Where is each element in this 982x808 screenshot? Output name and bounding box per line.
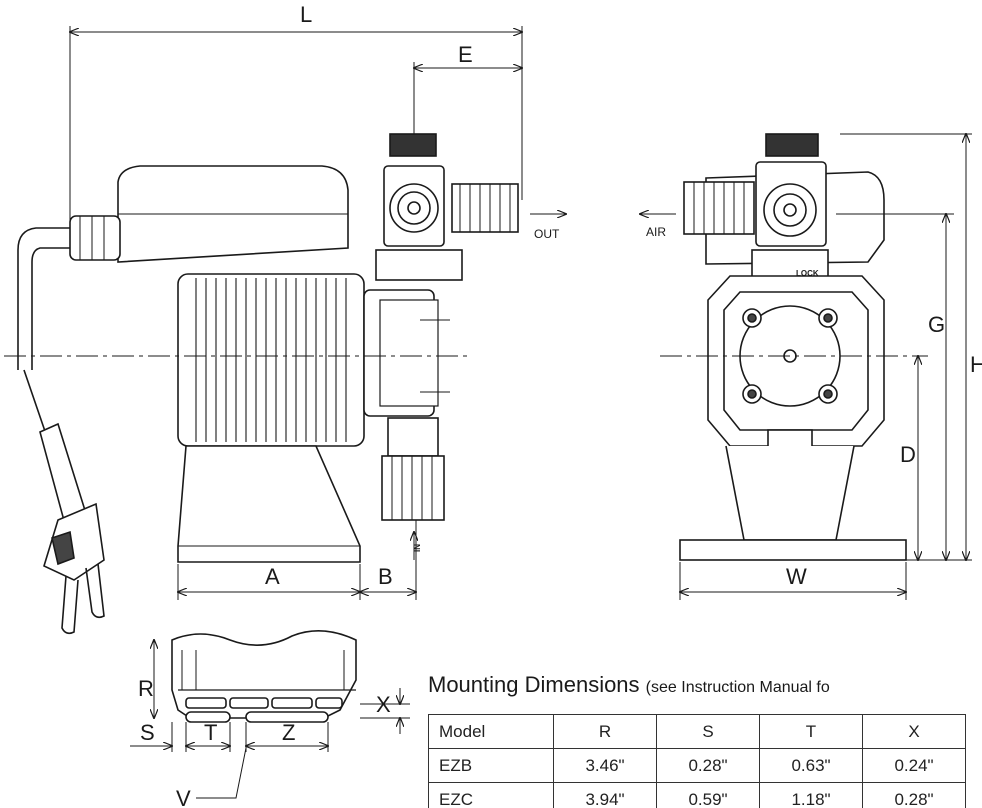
dim-label-b: B [378, 564, 393, 589]
column-header: Model [428, 714, 554, 749]
table-cell: 0.63" [759, 748, 863, 783]
column-header: R [553, 714, 657, 749]
table-header-row: Model R S T X [428, 714, 966, 749]
dim-label-r: R [138, 676, 154, 701]
column-header: X [862, 714, 966, 749]
mounting-note: (see Instruction Manual fo [645, 679, 830, 696]
front-view [640, 134, 972, 600]
dim-label-s: S [140, 720, 155, 745]
dim-leader-v [196, 747, 247, 799]
table-cell: 1.18" [759, 782, 863, 808]
air-vent-knob-front [765, 133, 819, 157]
column-header: S [656, 714, 760, 749]
pump-base [177, 445, 361, 563]
front-base [679, 539, 907, 561]
air-label: AIR [646, 225, 666, 239]
air-vent-fitting [683, 181, 755, 235]
dim-label-w: W [786, 564, 807, 589]
mounting-table: Model R S T X EZB 3.46" 0.28" 0.63" 0.24… [428, 714, 966, 808]
mounting-bolts [742, 308, 838, 404]
power-cable [17, 227, 70, 370]
discharge-fitting [451, 183, 519, 233]
dim-label-a: A [265, 564, 280, 589]
outlet-label: OUT [534, 227, 560, 241]
dim-label-z: Z [282, 720, 295, 745]
mounting-title: Mounting Dimensions (see Instruction Man… [428, 672, 830, 698]
cooling-fins [195, 278, 347, 442]
dim-label-h: H [970, 352, 982, 377]
base-view [130, 630, 410, 799]
table-cell: 0.28" [862, 782, 966, 808]
dim-label-d: D [900, 442, 916, 467]
dim-label-g: G [928, 312, 945, 337]
cable-gland [69, 215, 121, 261]
lock-ring [751, 249, 829, 279]
table-cell: 3.46" [553, 748, 657, 783]
table-cell: EZB [428, 748, 554, 783]
table-row: EZB 3.46" 0.28" 0.63" 0.24" [428, 748, 966, 783]
air-vent-knob [389, 133, 437, 157]
table-cell: 3.94" [553, 782, 657, 808]
dim-label-x: X [376, 692, 391, 717]
dim-label-e: E [458, 42, 473, 67]
base-outline [171, 630, 357, 719]
mounting-title-text: Mounting Dimensions [428, 672, 640, 697]
column-header: T [759, 714, 863, 749]
mounting-slots [185, 697, 343, 723]
table-cell: 0.24" [862, 748, 966, 783]
dim-label-t: T [204, 720, 217, 745]
side-view [4, 26, 566, 635]
table-row: EZC 3.94" 0.59" 1.18" 0.28" [428, 782, 966, 808]
dim-label-l: L [300, 2, 312, 27]
lock-label: LOCK [796, 269, 819, 278]
table-cell: 0.59" [656, 782, 760, 808]
suction-fitting [381, 455, 445, 521]
suction-valve [387, 417, 439, 457]
table-cell: EZC [428, 782, 554, 808]
table-cell: 0.28" [656, 748, 760, 783]
power-plug [39, 422, 105, 635]
inlet-label: IN [413, 544, 422, 552]
dim-label-v: V [176, 786, 191, 808]
